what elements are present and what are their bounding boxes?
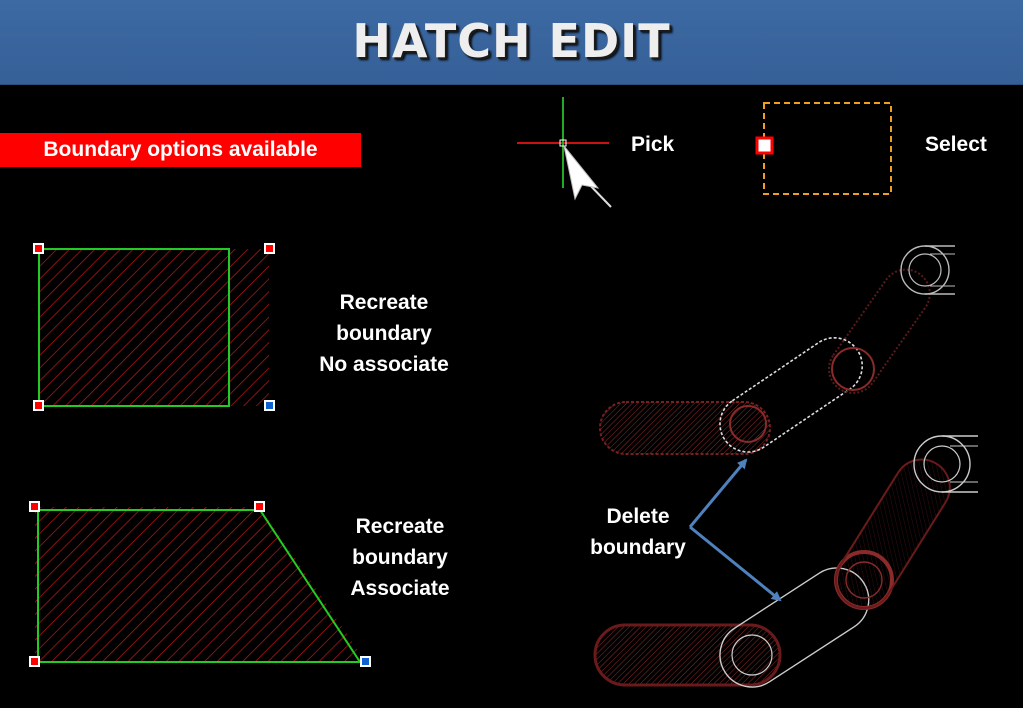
label-line: No associate (319, 353, 449, 376)
arrow-icon (688, 458, 782, 602)
grip-icon (264, 243, 275, 254)
select-label: Select (925, 133, 987, 156)
recreate-associate-label: Recreate boundary Associate (330, 511, 470, 604)
hatched-rectangle (33, 243, 275, 411)
hatched-trapezoid (29, 501, 371, 667)
linkage-lower (593, 435, 978, 688)
label-line: Recreate (339, 291, 429, 314)
grip-icon (33, 400, 44, 411)
linkage-upper (599, 245, 955, 455)
label-line: boundary (590, 536, 686, 559)
grip-icon (33, 243, 44, 254)
grip-icon (264, 400, 275, 411)
pick-label: Pick (631, 133, 675, 156)
label-line: Recreate (355, 515, 445, 538)
label-line: boundary (336, 322, 432, 345)
grip-icon (29, 501, 40, 512)
grip-icon (254, 501, 265, 512)
delete-boundary-label: Delete boundary (578, 501, 698, 563)
selection-box-icon (755, 102, 892, 195)
header-bar: HATCH EDIT (0, 0, 1023, 85)
crosshair-cursor-icon (517, 97, 612, 208)
grip-icon (29, 656, 40, 667)
page-title: HATCH EDIT (352, 14, 671, 68)
label-line: Delete (606, 505, 670, 528)
grip-icon (360, 656, 371, 667)
recreate-no-associate-label: Recreate boundary No associate (310, 287, 458, 380)
boundary-options-badge: Boundary options available (0, 133, 361, 167)
label-line: boundary (352, 546, 448, 569)
label-line: Associate (350, 577, 450, 600)
